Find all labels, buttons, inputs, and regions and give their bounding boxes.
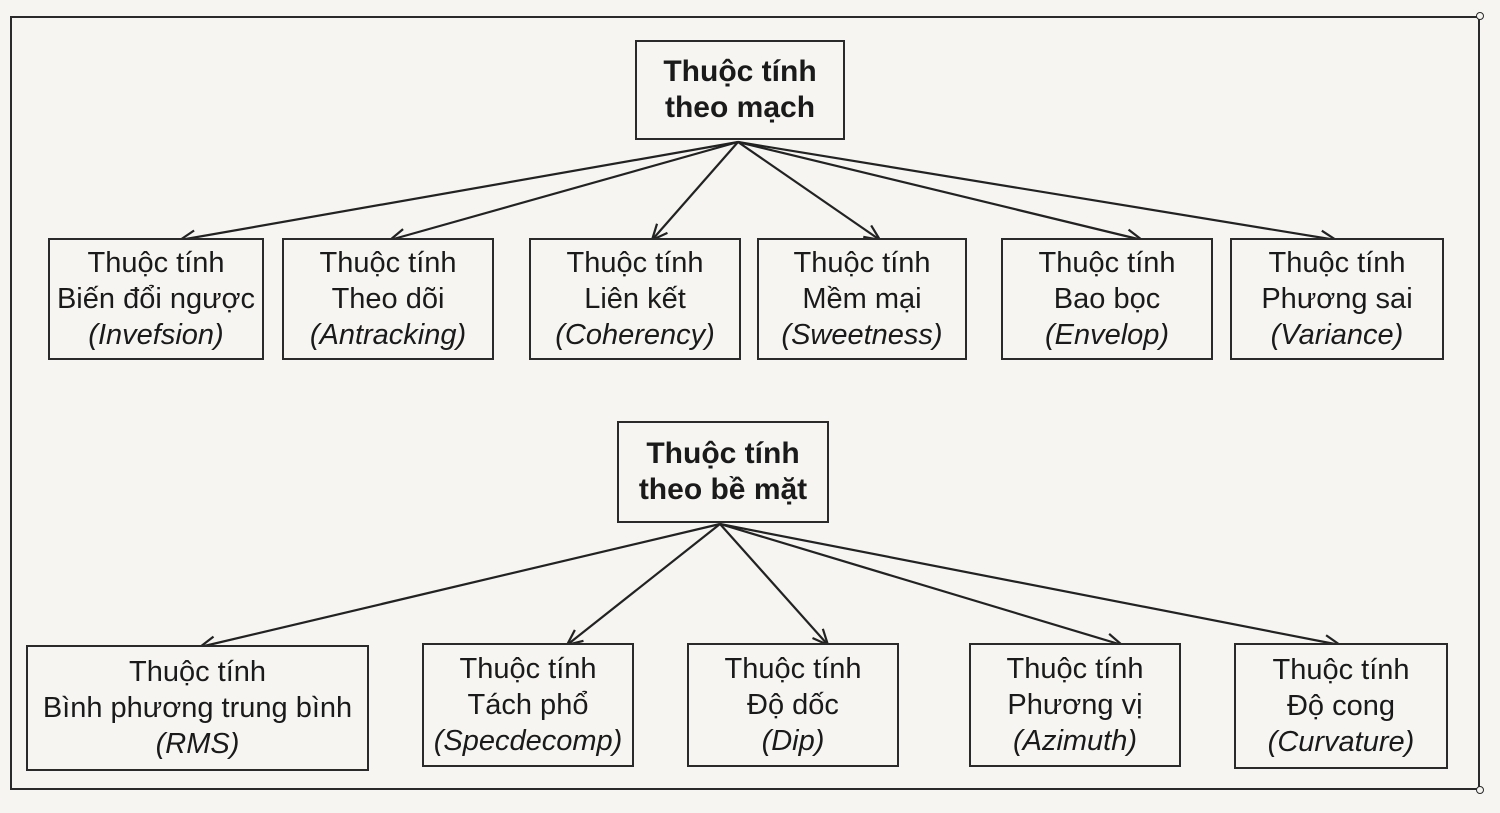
connector-line-5	[737, 140, 1337, 242]
connector-line-4	[737, 140, 1143, 242]
child-english-name: (Sweetness)	[781, 319, 943, 351]
root-line2: theo mạch	[664, 91, 816, 124]
connector-line-7	[566, 523, 721, 646]
child-line2: Bình phương trung bình	[42, 692, 353, 724]
child-english-name: (RMS)	[155, 728, 240, 760]
child-line2: Độ cong	[1286, 690, 1395, 722]
child-line1: Thuộc tính	[1268, 247, 1406, 279]
frame-handle-top-right	[1476, 12, 1484, 20]
child-line2: Liên kết	[584, 283, 686, 315]
connector-line-0	[179, 140, 739, 242]
connector-line-10	[719, 522, 1341, 647]
child-line2: Phương vị	[1007, 689, 1143, 721]
child-line2: Độ dốc	[747, 689, 839, 721]
child-box-inversion: Thuộc tính Biến đổi ngược (Invefsion)	[48, 238, 264, 360]
child-box-coherency: Thuộc tính Liên kết (Coherency)	[529, 238, 741, 360]
child-line1: Thuộc tính	[128, 656, 267, 688]
child-english-name: (Envelop)	[1044, 319, 1170, 351]
connector-line-9	[719, 522, 1123, 647]
child-line1: Thuộc tính	[1006, 653, 1144, 685]
child-box-dip: Thuộc tính Độ dốc (Dip)	[687, 643, 899, 767]
child-line2: Theo dõi	[331, 283, 445, 315]
child-english-name: (Coherency)	[555, 319, 715, 351]
frame-handle-bottom-right	[1476, 786, 1484, 794]
connector-line-3	[737, 141, 881, 241]
child-line1: Thuộc tính	[724, 653, 862, 685]
child-english-name: (Antracking)	[309, 319, 467, 351]
child-line1: Thuộc tính	[566, 247, 704, 279]
child-line1: Thuộc tính	[1272, 654, 1410, 686]
connector-line-6	[199, 522, 721, 649]
child-english-name: (Azimuth)	[1012, 725, 1138, 757]
child-line1: Thuộc tính	[319, 247, 457, 279]
child-english-name: (Dip)	[761, 725, 825, 757]
child-line1: Thuộc tính	[87, 247, 225, 279]
child-english-name: (Variance)	[1270, 319, 1404, 351]
child-line2: Bao bọc	[1053, 283, 1161, 315]
root-line2: theo bề mặt	[638, 473, 808, 506]
root-box-surface-attributes: Thuộc tính theo bề mặt	[617, 421, 829, 523]
child-line2: Phương sai	[1261, 283, 1413, 315]
root-line1: Thuộc tính	[663, 55, 817, 88]
root-line1: Thuộc tính	[646, 437, 800, 470]
root-box-trace-attributes: Thuộc tính theo mạch	[635, 40, 845, 140]
child-line1: Thuộc tính	[793, 247, 931, 279]
child-line2: Mềm mại	[802, 283, 922, 315]
child-box-antracking: Thuộc tính Theo dõi (Antracking)	[282, 238, 494, 360]
child-box-rms: Thuộc tính Bình phương trung bình (RMS)	[26, 645, 369, 771]
child-english-name: (Specdecomp)	[433, 725, 623, 757]
diagram-frame	[10, 16, 1480, 790]
connector-line-8	[719, 523, 829, 646]
child-line2: Biến đổi ngược	[56, 283, 256, 315]
child-box-envelop: Thuộc tính Bao bọc (Envelop)	[1001, 238, 1213, 360]
child-line2: Tách phổ	[467, 689, 589, 721]
child-box-specdecomp: Thuộc tính Tách phổ (Specdecomp)	[422, 643, 634, 767]
connector-line-2	[651, 141, 739, 241]
child-box-variance: Thuộc tính Phương sai (Variance)	[1230, 238, 1444, 360]
child-box-sweetness: Thuộc tính Mềm mại (Sweetness)	[757, 238, 967, 360]
child-english-name: (Curvature)	[1267, 726, 1415, 758]
child-box-azimuth: Thuộc tính Phương vị (Azimuth)	[969, 643, 1181, 767]
child-line1: Thuộc tính	[1038, 247, 1176, 279]
child-box-curvature: Thuộc tính Độ cong (Curvature)	[1234, 643, 1448, 769]
connector-line-1	[389, 140, 739, 242]
child-english-name: (Invefsion)	[88, 319, 224, 351]
child-line1: Thuộc tính	[459, 653, 597, 685]
